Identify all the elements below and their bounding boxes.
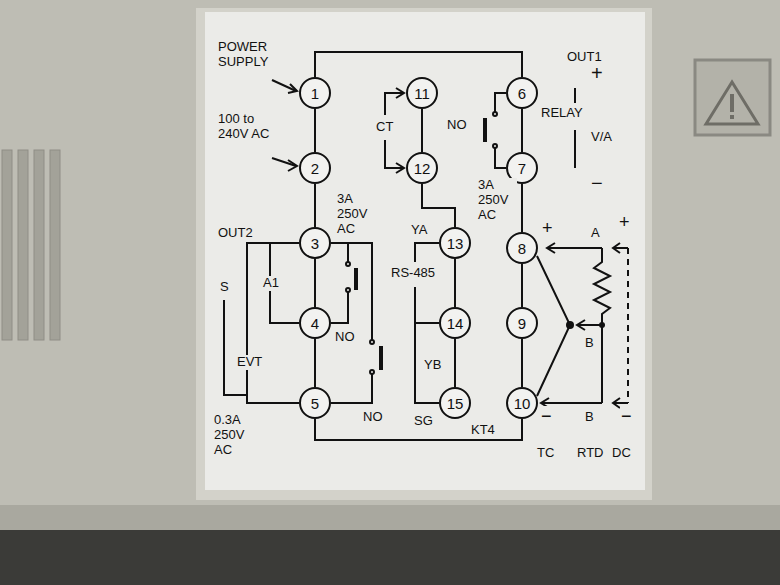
wire [521, 109, 523, 152]
wire [521, 184, 523, 232]
terminal-circle: 8 [506, 232, 538, 264]
wiring-label: CT [375, 120, 394, 135]
terminal-circle: 11 [406, 77, 438, 109]
wiring-label: RS-485 [390, 266, 436, 281]
wiring-label: RELAY [540, 106, 584, 121]
terminal-number: 14 [447, 316, 464, 331]
terminal-circle: 3 [299, 227, 331, 259]
wiring-label: + [618, 212, 631, 233]
wiring-label: + [590, 62, 604, 85]
wiring-label: RTD [576, 446, 604, 461]
terminal-number: 15 [447, 396, 464, 411]
wire [454, 339, 456, 387]
terminal-number: 3 [311, 236, 319, 251]
wiring-label: POWER SUPPLY [217, 40, 283, 70]
wiring-label: YB [423, 358, 442, 373]
wiring-label: TC [536, 446, 555, 461]
wire [314, 259, 316, 307]
wire [521, 339, 523, 387]
terminal-circle: 5 [299, 387, 331, 419]
terminal-number: 10 [514, 396, 531, 411]
wire [421, 109, 423, 152]
wiring-label: NO [446, 118, 468, 133]
wiring-label: A [590, 226, 601, 241]
wiring-label: DC [611, 446, 632, 461]
terminal-number: 8 [518, 241, 526, 256]
wiring-label: NO [334, 330, 356, 345]
wiring-label: 3A 250V AC [477, 178, 517, 223]
wire [314, 109, 316, 152]
terminal-circle: 12 [406, 152, 438, 184]
terminal-circle: 13 [439, 227, 471, 259]
terminal-number: 7 [518, 161, 526, 176]
terminal-number: 11 [414, 86, 430, 101]
wire [521, 264, 523, 307]
wiring-label: NO [362, 410, 384, 425]
terminal-circle: 6 [506, 77, 538, 109]
terminal-number: 2 [311, 161, 319, 176]
wiring-label: B [584, 336, 595, 351]
wiring-label: − [540, 406, 553, 427]
wire [314, 184, 316, 227]
terminal-circle: 1 [299, 77, 331, 109]
wiring-label: YA [410, 223, 428, 238]
wiring-label: 100 to 240V AC [217, 112, 281, 142]
terminal-number: 13 [447, 236, 464, 251]
wire [315, 52, 522, 77]
terminal-number: 6 [518, 86, 526, 101]
wiring-label: EVT [236, 355, 263, 370]
terminal-circle: 9 [506, 307, 538, 339]
wiring-label: V/A [590, 130, 613, 145]
wiring-label: OUT2 [217, 226, 254, 241]
terminal-number: 9 [518, 316, 526, 331]
wiring-label: S [219, 280, 230, 295]
wiring-label: KT4 [470, 423, 496, 438]
terminal-number: 12 [414, 161, 431, 176]
terminal-circle: 14 [439, 307, 471, 339]
wiring-label: − [590, 172, 604, 195]
terminal-circle: 10 [506, 387, 538, 419]
terminal-number: 4 [311, 316, 319, 331]
terminal-circle: 2 [299, 152, 331, 184]
wiring-label: A1 [262, 276, 280, 291]
terminal-number: 5 [311, 396, 319, 411]
wiring-label: + [541, 218, 554, 239]
wiring-label: SG [413, 414, 434, 429]
wiring-label: − [620, 406, 633, 427]
wire [422, 184, 455, 227]
wiring-label: 3A 250V AC [336, 192, 378, 237]
terminal-circle: 4 [299, 307, 331, 339]
wire [454, 259, 456, 307]
wiring-label: 0.3A 250V AC [213, 413, 255, 458]
terminal-circle: 15 [439, 387, 471, 419]
wiring-label: B [584, 410, 595, 425]
wire [314, 339, 316, 387]
terminal-number: 1 [311, 86, 319, 101]
